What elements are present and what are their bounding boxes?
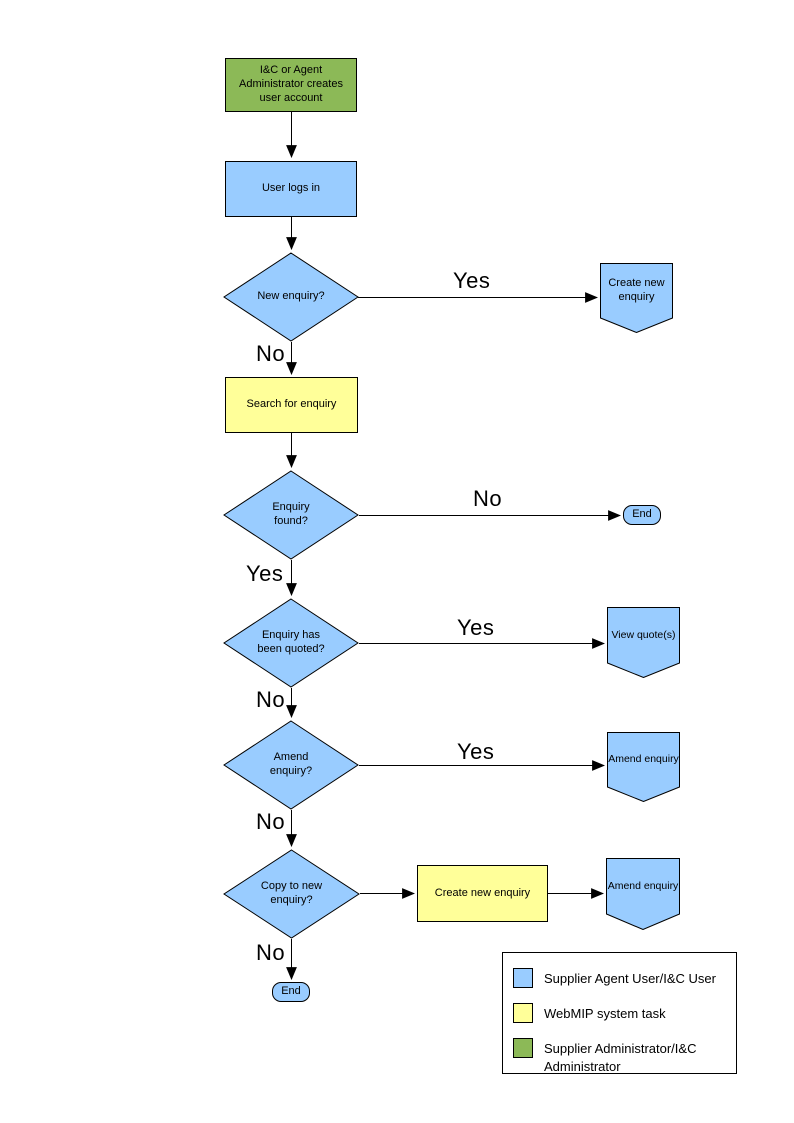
node-create-new-enquiry-task: Create new enquiry [417, 865, 548, 922]
edge-label-found-yes: Yes [246, 561, 284, 586]
node-label: Amend enquiry? [269, 751, 313, 777]
node-copy-to-new-decision: Copy to new enquiry? [223, 849, 360, 939]
legend-item-user: Supplier Agent User/I&C User [513, 968, 726, 988]
node-label: Create new enquiry [608, 277, 665, 303]
node-label: Enquiry has been quoted? [257, 629, 325, 655]
node-end-bottom: End [272, 982, 310, 1002]
node-enquiry-found-decision: Enquiry found? [223, 470, 359, 560]
node-label: Enquiry found? [272, 501, 310, 527]
node-label: New enquiry? [257, 290, 325, 303]
legend-item-system: WebMIP system task [513, 1003, 726, 1023]
node-admin-creates-account: I&C or Agent Administrator creates user … [225, 58, 357, 112]
node-search-for-enquiry: Search for enquiry [225, 377, 358, 433]
node-end-top: End [623, 505, 661, 525]
legend: Supplier Agent User/I&C User WebMIP syst… [502, 952, 737, 1074]
edge-label-new-enquiry-no: No [256, 341, 286, 366]
edge-label-copy-no: No [256, 940, 286, 965]
node-label: Search for enquiry [246, 398, 337, 411]
node-label: Create new enquiry [434, 886, 531, 899]
off-page-connector-shape [607, 607, 680, 678]
node-new-enquiry-decision: New enquiry? [223, 252, 359, 342]
legend-item-admin: Supplier Administrator/I&C Administrator [513, 1038, 726, 1075]
edge-label-amend-no: No [256, 809, 286, 834]
diamond-shape [223, 252, 359, 342]
node-label: End [281, 985, 301, 998]
edge-label-amend-yes: Yes [457, 739, 495, 764]
legend-label-user: Supplier Agent User/I&C User [544, 971, 716, 986]
diamond-shape [223, 720, 359, 810]
node-label: I&C or Agent Administrator creates user … [239, 64, 343, 104]
edge-label-found-no: No [473, 486, 503, 511]
node-enquiry-quoted-decision: Enquiry has been quoted? [223, 598, 359, 688]
diamond-shape [223, 470, 359, 560]
node-label: End [632, 508, 652, 521]
node-label: Amend enquiry [608, 753, 679, 766]
node-label: User logs in [261, 182, 321, 195]
diamond-shape [223, 849, 360, 939]
node-label: View quote(s) [611, 628, 676, 641]
diamond-shape [223, 598, 359, 688]
off-page-connector-shape [600, 263, 673, 333]
node-view-quotes-connector: View quote(s) [607, 607, 680, 678]
legend-label-admin: Supplier Administrator/I&C Administrator [544, 1041, 697, 1074]
node-amend-enquiry-connector-1: Amend enquiry [607, 732, 680, 802]
node-label: Copy to new enquiry? [260, 880, 323, 906]
node-create-new-enquiry-connector: Create new enquiry [600, 263, 673, 333]
edge-label-quoted-no: No [256, 687, 286, 712]
off-page-connector-shape [606, 858, 680, 930]
off-page-connector-shape [607, 732, 680, 802]
node-user-logs-in: User logs in [225, 161, 357, 217]
edge-label-quoted-yes: Yes [457, 615, 495, 640]
node-amend-enquiry-decision: Amend enquiry? [223, 720, 359, 810]
legend-swatch-system [513, 1003, 533, 1023]
edge-label-new-enquiry-yes: Yes [453, 268, 491, 293]
node-amend-enquiry-connector-2: Amend enquiry [606, 858, 680, 930]
node-label: Amend enquiry [607, 880, 679, 893]
legend-swatch-user [513, 968, 533, 988]
legend-label-system: WebMIP system task [544, 1006, 666, 1021]
legend-swatch-admin [513, 1038, 533, 1058]
